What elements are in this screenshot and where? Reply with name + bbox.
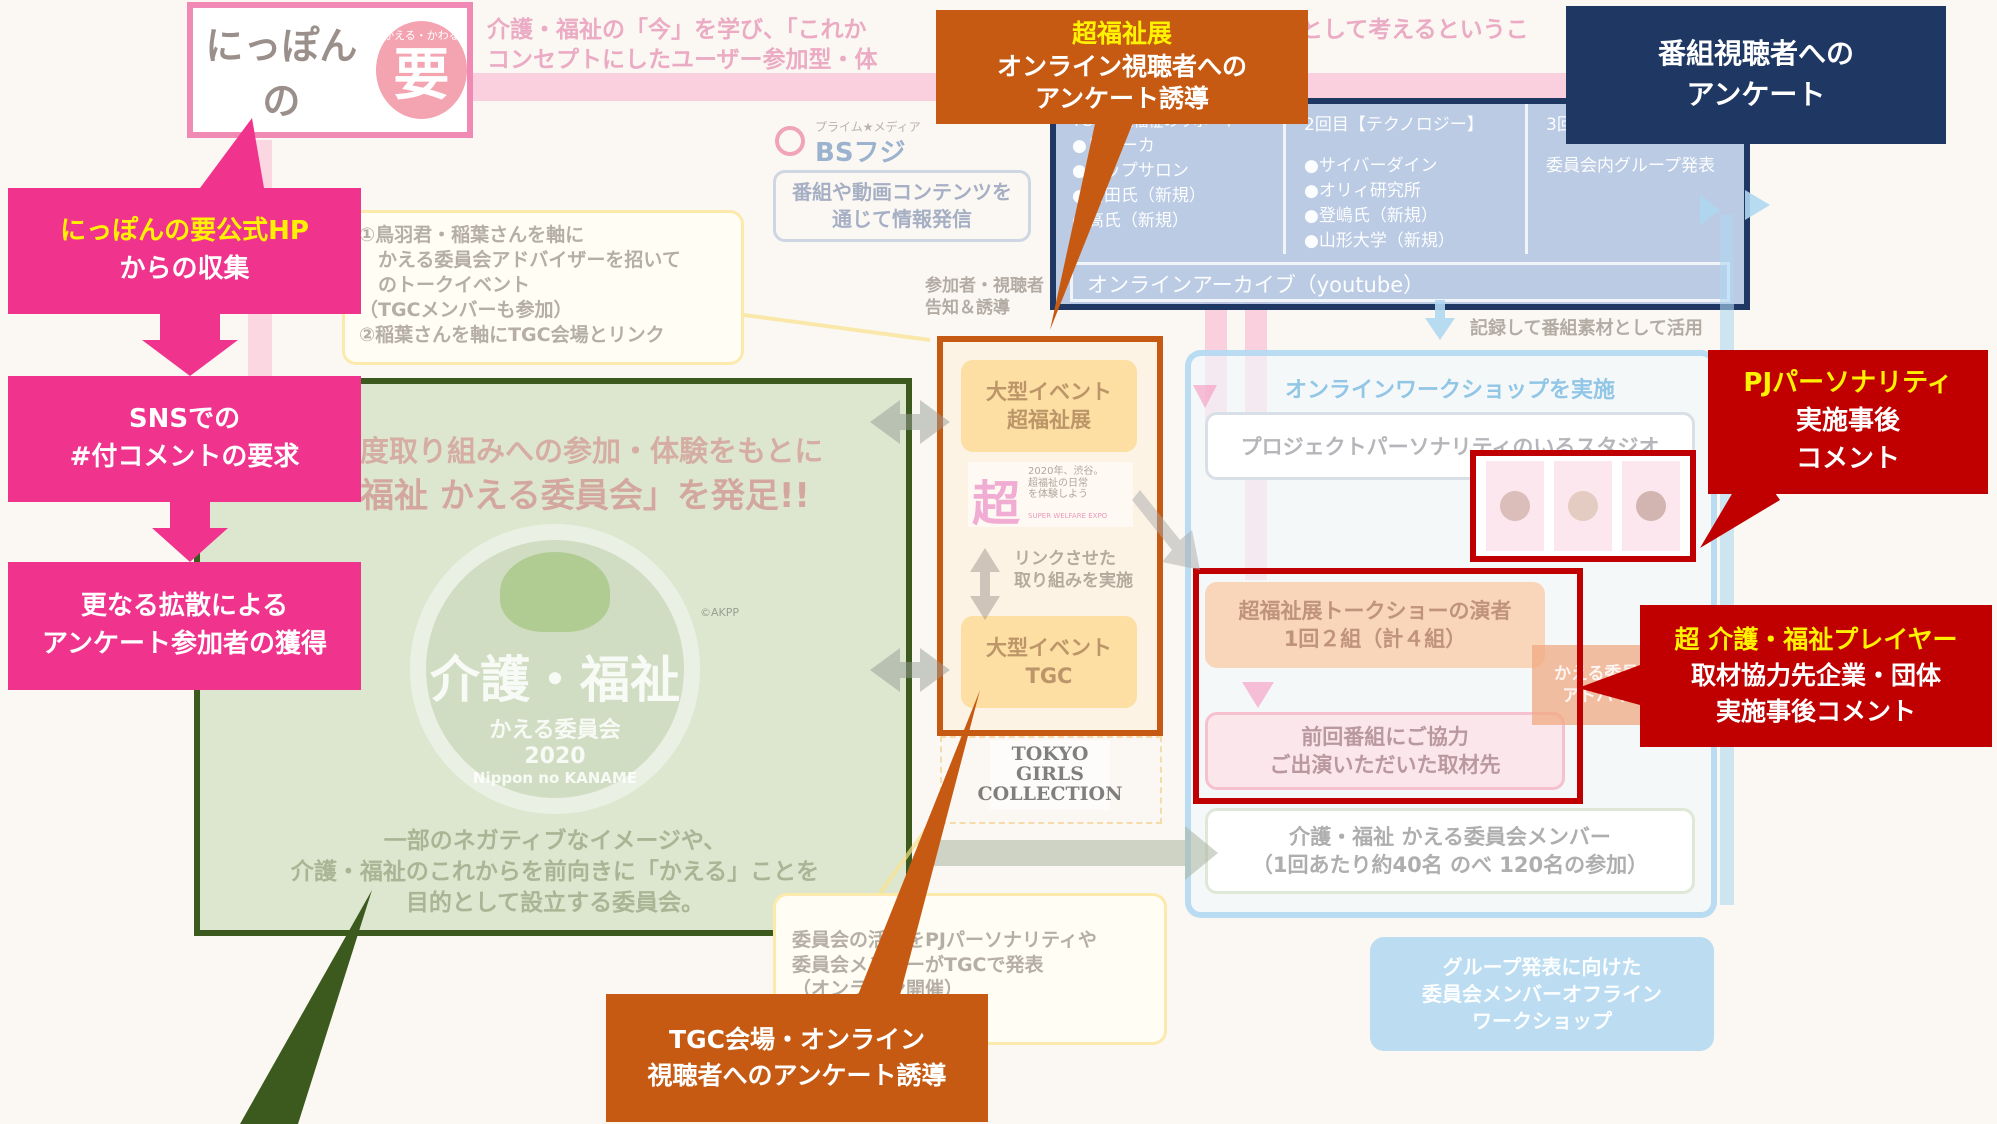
arrow-sns-spread (152, 502, 228, 562)
workshop-talkshow: 超福祉展トークショーの演者 1回２組（計４組） (1205, 582, 1545, 668)
program-col-2-item: ●山形大学（新規） (1304, 231, 1455, 251)
program-col-1-item: ●高氏（新規） (1072, 211, 1189, 231)
program-col-2-title: 2回目【テクノロジー】 (1304, 115, 1484, 135)
program-col-2-item: ●登嶋氏（新規） (1304, 206, 1438, 226)
record-note: 記録して番組素材として活用 (1470, 318, 1703, 339)
events-dashed (940, 736, 1162, 824)
program-col-2: 2回目【テクノロジー】 ●サイバーダイン ●オリィ研究所 ●登嶋氏（新規） ●山… (1288, 104, 1528, 254)
callout-players-line: 取材協力先企業・団体 (1690, 660, 1941, 690)
personality-photo (1622, 461, 1680, 551)
logo-nippon-kaname: にっぽんの 要 かえる・かわる (187, 2, 473, 138)
workshop-previous: 前回番組にご協力 ご出演いただいた取材先 (1205, 712, 1565, 790)
program-archive: オンラインアーカイブ（youtube） (1070, 262, 1730, 302)
callout-pj-line: PJパーソナリティ (1743, 368, 1953, 399)
arrow-up-record (1425, 300, 1455, 340)
callout-chofukushi-line: オンライン視聴者への (996, 51, 1247, 81)
callout-spread: 更なる拡散による アンケート参加者の獲得 (8, 562, 361, 690)
arrow-right-table (1745, 190, 1770, 220)
callout-players: 超 介護・福祉プレイヤー取材協力先企業・団体実施事後コメント (1640, 605, 1992, 747)
arrow-to-workshop (1132, 490, 1200, 570)
callout-sns: SNSでの #付コメントの要求 (8, 376, 361, 502)
callout-hp-title: にっぽんの要公式HP (60, 216, 309, 247)
program-col-3-text: 委員会内グループ発表 (1546, 156, 1715, 176)
callout-players-line: 超 介護・福祉プレイヤー (1674, 624, 1958, 654)
bsfuji-name: BSフジ (815, 138, 906, 168)
committee-headline-1: 度取り組みへの参加・体験をもとに (360, 434, 824, 468)
logo-kanji: 要 (393, 41, 450, 108)
pointer-chofukushi-online (1050, 110, 1138, 330)
callout-chofukushi-line: 超福祉展 (1071, 19, 1172, 49)
logo-kanji-circle: 要 かえる・かわる (375, 21, 467, 119)
callout-hp-sub: からの収集 (119, 254, 250, 284)
committee-logo-sub: かえる委員会 (489, 717, 621, 743)
pointer-players (1578, 665, 1640, 705)
chofukushi-logo-mark: 超 (972, 476, 1021, 532)
talkshow-highlight (1193, 568, 1583, 804)
callout-viewers: 番組視聴者への アンケート (1566, 6, 1946, 144)
personality-photos (1470, 450, 1696, 562)
concept-line-1: 介護・福祉の「今」を学び、「これか (487, 17, 867, 43)
chofukushi-logo-text: 2020年、渋谷。 超福祉の日常 を体験しよう (1028, 466, 1104, 500)
event-tgc: 大型イベント TGC (961, 616, 1137, 708)
tgc-logo: TOKYO GIRLS COLLECTION (978, 740, 1122, 810)
chofukushi-logo-en: SUPER WELFARE EXPO (1028, 512, 1108, 520)
bsfuji-logo: プライム★メディア BSフジ (775, 118, 945, 168)
arrow-committee-chofukushi (870, 400, 950, 444)
callout-tgc-online: TGC会場・オンライン 視聴者へのアンケート誘導 (606, 994, 988, 1122)
arrow-to-studio (1193, 385, 1217, 408)
callout-pj: PJパーソナリティ実施事後コメント (1708, 350, 1988, 494)
callout-hp: にっぽんの要公式HP からの収集 (8, 188, 361, 314)
link-note: リンクさせた 取り組みを実施 (1014, 549, 1133, 592)
callout-players-line: 実施事後コメント (1715, 697, 1916, 727)
arrow-committee-tgc (870, 648, 950, 692)
committee-logo-ring: Nippon no KANAME (472, 768, 638, 787)
concept-line-2: コンセプトにしたユーザー参加型・体 (487, 47, 878, 73)
callout-chofukushi-online: 超福祉展オンライン視聴者へのアンケート誘導 (936, 10, 1308, 124)
arrow-left-table (1700, 195, 1720, 225)
arrow-to-members (918, 826, 1218, 880)
connector-talk-chofukushi (743, 313, 931, 342)
arrow-link (970, 548, 1000, 620)
callout-chofukushi-line: アンケート誘導 (1034, 84, 1209, 114)
workshop-title: オンラインワークショップを実施 (1285, 378, 1616, 403)
bsfuji-small: プライム★メディア (815, 120, 921, 134)
committee-description: 一部のネガティブなイメージや、 介護・福祉のこれからを前向きに「かえる」ことを … (290, 828, 820, 917)
committee-logo-main: 介護・福祉 (430, 650, 680, 709)
concept-line-1-end: として考えるというこ (1300, 17, 1529, 43)
arrow-hp-sns (142, 312, 238, 376)
callout-pj-line: 実施事後 (1795, 406, 1900, 437)
program-info-box: 番組や動画コンテンツを 通じて情報発信 (773, 170, 1031, 242)
committee-copyright: ©AKPP (700, 606, 740, 619)
pointer-hp (200, 118, 264, 188)
participants-note: 参加者・視聴者 告知＆誘導 (925, 276, 1044, 319)
arrow-to-previous (1242, 682, 1274, 708)
chofukushi-logo: 超 2020年、渋谷。 超福祉の日常 を体験しよう SUPER WELFARE … (968, 462, 1133, 532)
program-col-2-item: ●サイバーダイン (1304, 156, 1438, 176)
event-chofukushi: 大型イベント 超福祉展 (961, 360, 1137, 452)
personality-photo (1486, 461, 1544, 551)
pointer-committee (240, 890, 372, 1124)
talk-event-note: ①鳥羽君・稲葉さんを軸に かえる委員会アドバイザーを招いて のトークイベント （… (342, 210, 744, 365)
program-col-2-item: ●オリィ研究所 (1304, 181, 1421, 201)
logo-text: にっぽんの (205, 24, 358, 123)
committee-logo-year: 2020 (524, 743, 586, 769)
committee-headline-2: 福祉 かえる委員会」を発足!! (360, 476, 810, 516)
personality-photo (1554, 461, 1612, 551)
frog-icon (500, 551, 610, 632)
bsfuji-eye-icon (775, 126, 805, 156)
offline-workshop: グループ発表に向けた 委員会メンバーオフライン ワークショップ (1370, 937, 1714, 1051)
pointer-tgc-online (858, 690, 980, 995)
callout-pj-line: コメント (1795, 443, 1900, 474)
logo-ring-text: かえる・かわる (383, 29, 460, 42)
